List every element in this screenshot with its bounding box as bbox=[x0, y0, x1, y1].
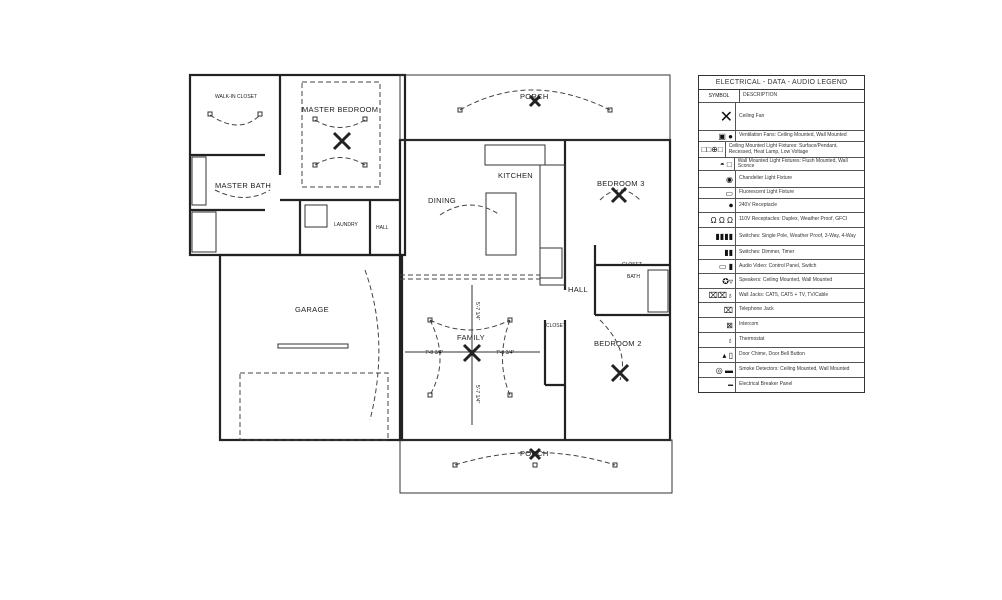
door-chime-icon: ▴ ▯ bbox=[699, 348, 736, 362]
room-laundry: LAUNDRY bbox=[334, 222, 358, 228]
room-master-bath: MASTER BATH bbox=[215, 181, 271, 190]
legend-row: ✕Ceiling Fan bbox=[699, 103, 864, 131]
legend-row: ▭ ▮Audio Video: Control Panel, Switch bbox=[699, 260, 864, 274]
legend-header: SYMBOL DESCRIPTION bbox=[699, 90, 864, 103]
header-symbol: SYMBOL bbox=[699, 90, 740, 102]
walls bbox=[188, 73, 673, 494]
legend-row: ⌧⌧♁Wall Jacks: CAT5, CAT5 + TV, TV/Cable bbox=[699, 289, 864, 303]
legend-description: Smoke Detectors: Ceiling Mounted, Wall M… bbox=[739, 366, 850, 373]
legend-row: ⌧Telephone Jack bbox=[699, 303, 864, 318]
legend-description: Electrical Breaker Panel bbox=[739, 381, 793, 388]
dimension-label: 7'-8 3/4" bbox=[425, 350, 444, 356]
room-porch-bottom: PORCH bbox=[520, 449, 549, 458]
room-hall: HALL bbox=[376, 225, 389, 231]
light-fixture-icons bbox=[207, 107, 618, 468]
ventilation-fan-icon: ▣ ● bbox=[699, 131, 736, 141]
legend-row: ▴ ▯Door Chime, Door Bell Button bbox=[699, 348, 864, 363]
legend-description: Telephone Jack bbox=[739, 306, 774, 313]
legend-description: Audio Video: Control Panel, Switch bbox=[739, 262, 817, 269]
legend-row: ▮▮Switches: Dimmer, Timer bbox=[699, 246, 864, 260]
legend-row: ◓ □Wall Mounted Light Fixtures: Flush Mo… bbox=[699, 158, 864, 171]
thermostat-icon: ♁ bbox=[699, 333, 736, 347]
legend-row: ⏺240V Receptacle bbox=[699, 199, 864, 213]
legend-row: ━Electrical Breaker Panel bbox=[699, 378, 864, 392]
legend-description: Thermostat bbox=[739, 336, 765, 343]
legend-description: Ceiling Mounted Light Fixtures: Surface/… bbox=[728, 143, 838, 155]
legend-table: ELECTRICAL - DATA - AUDIO LEGEND SYMBOL … bbox=[698, 75, 865, 393]
room-bath: BATH bbox=[627, 274, 640, 280]
legend-row: ▮▮▮▮Switches: Single Pole, Weather Proof… bbox=[699, 228, 864, 246]
legend-description: 240V Receptacle bbox=[739, 201, 778, 208]
intercom-icon: ⊠ bbox=[699, 318, 736, 332]
room-closet: CLOSET bbox=[622, 262, 642, 268]
room-dining: DINING bbox=[428, 196, 456, 205]
dimension-label: 5'-7 1/4" bbox=[474, 302, 480, 321]
smoke-detector-icon: ◎ ▬ bbox=[699, 363, 736, 377]
legend-row: ◎ ▬Smoke Detectors: Ceiling Mounted, Wal… bbox=[699, 363, 864, 378]
legend-description: Switches: Single Pole, Weather Proof, 3-… bbox=[739, 232, 856, 239]
room-master-bedroom: MASTER BEDROOM bbox=[302, 105, 378, 114]
ceiling-light-icon: □□⊕□ bbox=[699, 142, 726, 157]
legend-row: □□⊕□Ceiling Mounted Light Fixtures: Surf… bbox=[699, 142, 864, 158]
legend-description: Chandelier Light Fixture bbox=[739, 175, 793, 182]
dimension-label: 5'-7 1/4" bbox=[474, 385, 480, 404]
room-hall-2: HALL bbox=[568, 285, 588, 294]
room-kitchen: KITCHEN bbox=[498, 171, 533, 180]
breaker-panel-icon: ━ bbox=[699, 378, 736, 392]
fluorescent-light-icon: ▭ bbox=[699, 188, 736, 198]
room-family: FAMILY bbox=[457, 333, 485, 342]
chandelier-icon: ◉ bbox=[699, 171, 736, 187]
header-description: DESCRIPTION bbox=[743, 92, 778, 99]
legend-description: Speakers: Ceiling Mounted, Wall Mounted bbox=[739, 277, 833, 284]
dimmer-switch-icon: ▮▮ bbox=[699, 246, 736, 259]
legend-description: Intercom bbox=[739, 321, 759, 328]
circuit-wiring bbox=[209, 89, 641, 466]
legend-description: Door Chime, Door Bell Button bbox=[739, 351, 805, 358]
legend-row: ✪▿Speakers: Ceiling Mounted, Wall Mounte… bbox=[699, 274, 864, 289]
receptacle-110v-icon: Ω Ω Ω bbox=[699, 213, 736, 227]
receptacle-240v-icon: ⏺ bbox=[699, 199, 736, 212]
legend-description: Ceiling Fan bbox=[739, 112, 765, 119]
room-porch-top: PORCH bbox=[520, 92, 549, 101]
legend-title: ELECTRICAL - DATA - AUDIO LEGEND bbox=[699, 76, 864, 90]
legend-row: ♁Thermostat bbox=[699, 333, 864, 348]
legend-description: Wall Mounted Light Fixtures: Flush Mount… bbox=[737, 157, 848, 169]
legend-description: 110V Receptacles: Duplex, Weather Proof,… bbox=[739, 216, 848, 223]
legend-description: Fluorescent Light Fixture bbox=[739, 189, 795, 196]
room-garage: GARAGE bbox=[295, 305, 329, 314]
wall-light-icon: ◓ □ bbox=[699, 158, 735, 170]
audio-video-panel-icon: ▭ ▮ bbox=[699, 260, 736, 273]
speaker-icon: ✪▿ bbox=[699, 274, 736, 288]
room-walk-in-closet: WALK-IN CLOSET bbox=[215, 94, 257, 100]
legend-description: Ventilation Fans: Ceiling Mounted, Wall … bbox=[739, 132, 847, 139]
legend-row: ▭Fluorescent Light Fixture bbox=[699, 188, 864, 199]
ceiling-fan-icon bbox=[332, 94, 630, 461]
legend-description: Wall Jacks: CAT5, CAT5 + TV, TV/Cable bbox=[739, 291, 829, 298]
room-labels: WALK-IN CLOSET MASTER BEDROOM MASTER BAT… bbox=[215, 92, 645, 458]
legend-row: ⊠Intercom bbox=[699, 318, 864, 333]
ceiling-fan-icon: ✕ bbox=[699, 103, 736, 130]
legend-row: ▣ ●Ventilation Fans: Ceiling Mounted, Wa… bbox=[699, 131, 864, 142]
room-closet-2: CLOSET bbox=[546, 323, 566, 329]
wall-jack-icon: ⌧⌧♁ bbox=[699, 289, 736, 302]
dimension-label: 7'-8 3/4" bbox=[496, 350, 515, 356]
room-bedroom-2: BEDROOM 2 bbox=[594, 339, 642, 348]
room-bedroom-3: BEDROOM 3 bbox=[597, 179, 645, 188]
legend-row: ◉Chandelier Light Fixture bbox=[699, 171, 864, 188]
legend-description: Switches: Dimmer, Timer bbox=[739, 248, 795, 255]
telephone-jack-icon: ⌧ bbox=[699, 303, 736, 317]
switch-icon: ▮▮▮▮ bbox=[699, 228, 736, 245]
